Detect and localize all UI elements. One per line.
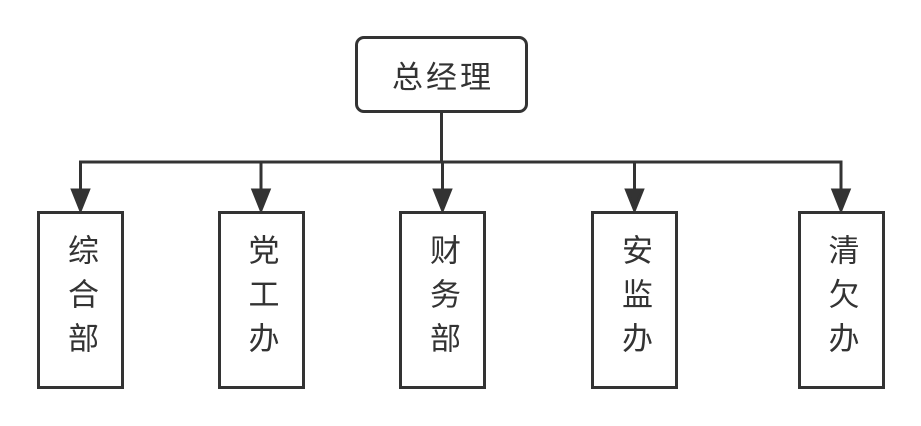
node-label: 财务部 [425,233,460,367]
node-dept-debt-clearing-office: 清欠办 [797,211,885,389]
node-label: 安监办 [617,233,652,367]
arrowhead-icon [432,188,453,215]
arrowhead-icon [250,188,272,215]
node-dept-safety-supervision-office: 安监办 [591,211,678,389]
node-label: 总经理 [392,60,494,95]
node-label: 清欠办 [823,233,859,367]
node-label: 综合部 [63,233,98,367]
node-general-manager: 总经理 [355,36,528,113]
node-dept-comprehensive: 综合部 [37,211,124,389]
node-dept-finance: 财务部 [399,211,486,389]
arrowhead-icon [70,188,91,215]
arrowhead-icon [830,188,852,215]
arrowhead-icon [624,188,645,215]
node-dept-party-labor-office: 党工办 [217,211,305,389]
node-label: 党工办 [243,233,279,367]
